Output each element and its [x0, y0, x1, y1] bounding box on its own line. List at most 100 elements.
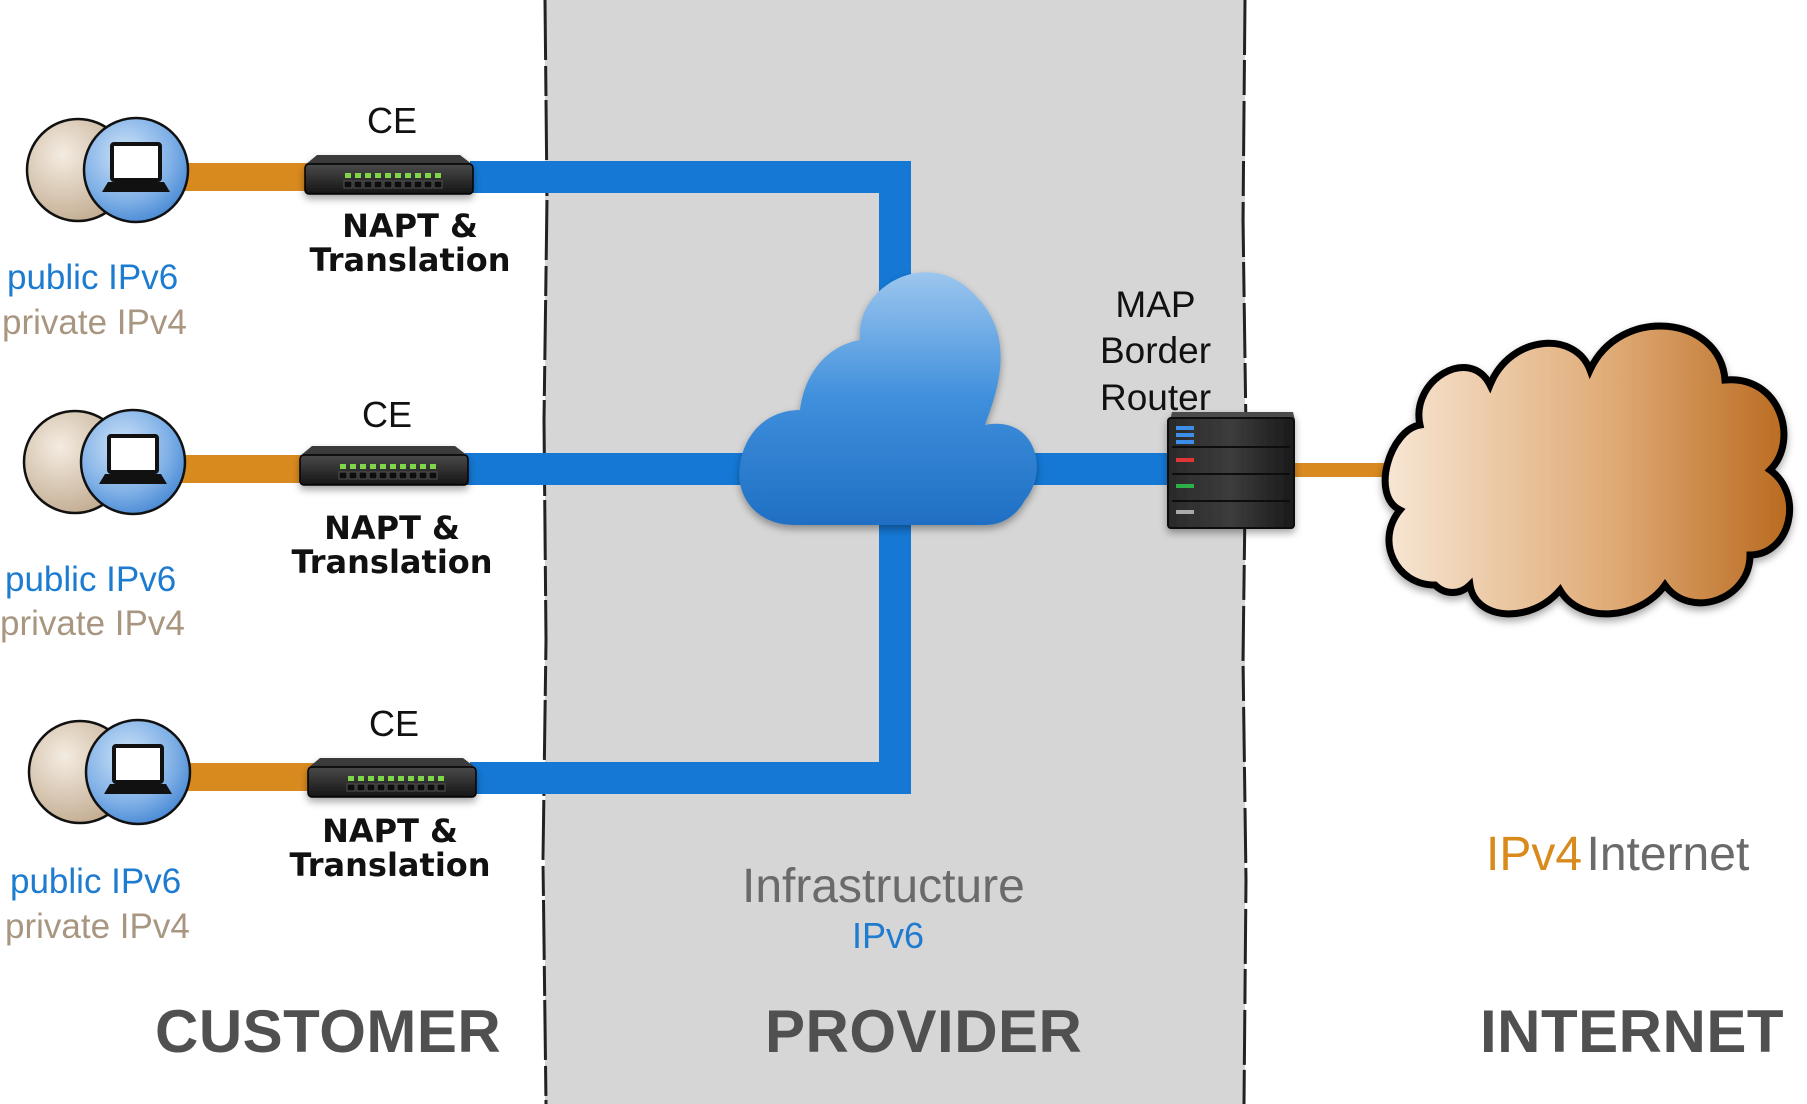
infrastructure-label: Infrastructure — [742, 860, 1025, 913]
ce-port — [393, 180, 403, 189]
ce-port-led — [358, 776, 364, 781]
ce-port-led — [378, 776, 384, 781]
ce-port — [373, 180, 383, 189]
ce-port-led — [380, 464, 386, 469]
ipv6-cloud-icon — [739, 272, 1037, 525]
public-ipv6-label-1: public IPv6 — [7, 258, 179, 297]
ce-port-led — [365, 173, 371, 178]
internet-protocol-label: IPv4 — [1486, 828, 1583, 881]
ce-port — [398, 471, 408, 480]
ce-port-led — [418, 776, 424, 781]
ipv4-access-link-1 — [180, 163, 315, 191]
ce-port-led — [420, 464, 426, 469]
napt-label-1: NAPT & Translation — [300, 207, 520, 279]
laptop-icon — [112, 744, 164, 784]
ce-port-led — [405, 173, 411, 178]
laptop-icon — [107, 434, 159, 474]
ce-port — [386, 783, 396, 792]
ce-label-2: CE — [362, 394, 413, 435]
ce-port — [378, 471, 388, 480]
zone-provider-title: PROVIDER — [765, 998, 1083, 1065]
ce-port — [356, 783, 366, 792]
ce-port — [348, 471, 358, 480]
border-router-label: MAP Border Router — [1088, 282, 1223, 421]
ce-port-led — [400, 464, 406, 469]
napt-line1: NAPT & — [322, 812, 458, 850]
ce-port — [343, 180, 353, 189]
border-router-line2: Border — [1099, 330, 1212, 372]
ce-port-led — [348, 776, 354, 781]
ce-port-led — [428, 776, 434, 781]
ce-top — [300, 446, 468, 456]
napt-label-3: NAPT & Translation — [280, 812, 500, 884]
ce-port — [388, 471, 398, 480]
ce-router-icon — [304, 155, 474, 195]
laptop-icon — [104, 784, 172, 794]
private-ipv4-label-3: private IPv4 — [5, 907, 190, 946]
ce-label-1: CE — [367, 100, 418, 141]
ce-port — [366, 783, 376, 792]
zone-internet-title: INTERNET — [1480, 998, 1784, 1065]
laptop-icon — [99, 474, 167, 484]
ce-port-led — [415, 173, 421, 178]
ce-port-led — [345, 173, 351, 178]
border-router-line3: Router — [1099, 376, 1212, 418]
ce-port-led — [398, 776, 404, 781]
ce-port-led — [438, 776, 444, 781]
napt-line2: Translation — [309, 240, 511, 279]
ipv4-access-link-3 — [180, 763, 315, 791]
ce-port-led — [435, 173, 441, 178]
ce-port — [346, 783, 356, 792]
ce-port — [403, 180, 413, 189]
customer-host-icon — [27, 718, 192, 826]
ce-top — [305, 155, 473, 165]
internet-label: Internet — [1586, 828, 1750, 881]
ce-port-led — [408, 776, 414, 781]
ce-port — [408, 471, 418, 480]
laptop-icon — [110, 142, 162, 182]
zone-customer-title: CUSTOMER — [155, 998, 502, 1065]
ce-port — [418, 471, 428, 480]
ce-port-led — [425, 173, 431, 178]
private-ipv4-label-2: private IPv4 — [0, 604, 185, 643]
ce-port — [338, 471, 348, 480]
ce-port — [428, 471, 438, 480]
ce-label-3: CE — [369, 703, 420, 744]
ce-port-led — [385, 173, 391, 178]
ce-port — [426, 783, 436, 792]
napt-line2: Translation — [289, 845, 491, 884]
ce-port — [416, 783, 426, 792]
ce-port — [368, 471, 378, 480]
napt-label-2: NAPT & Translation — [282, 511, 502, 581]
ce-port — [433, 180, 443, 189]
border-router-line1: MAP — [1115, 284, 1196, 325]
ce-port-led — [340, 464, 346, 469]
ce-port-led — [355, 173, 361, 178]
ce-port-led — [410, 464, 416, 469]
ipv4-internet-cloud-icon — [1381, 322, 1794, 618]
napt-line1: NAPT & — [342, 207, 478, 245]
ce-port — [383, 180, 393, 189]
provider-right-border — [1241, 0, 1248, 1104]
border-router-icon — [1167, 412, 1295, 529]
ce-port-led — [350, 464, 356, 469]
public-ipv6-label-2: public IPv6 — [5, 560, 177, 599]
ce-port — [376, 783, 386, 792]
internet-caption: IPv4 Internet — [1486, 828, 1750, 881]
private-ipv4-label-1: private IPv4 — [2, 303, 187, 342]
ce-body — [304, 163, 474, 195]
customer-host-icon — [25, 116, 190, 224]
ce-port-led — [368, 776, 374, 781]
ce-port — [406, 783, 416, 792]
ipv6-link-to-border-router — [1020, 453, 1180, 485]
customer-host-icon — [22, 408, 187, 516]
ipv6-link-3 — [470, 520, 911, 794]
ce-body — [307, 766, 477, 798]
ce-top — [308, 758, 476, 768]
ce-port — [358, 471, 368, 480]
napt-line2: Translation — [291, 542, 493, 581]
ce-port — [436, 783, 446, 792]
ce-body — [299, 454, 469, 486]
public-ipv6-label-3: public IPv6 — [10, 862, 182, 901]
